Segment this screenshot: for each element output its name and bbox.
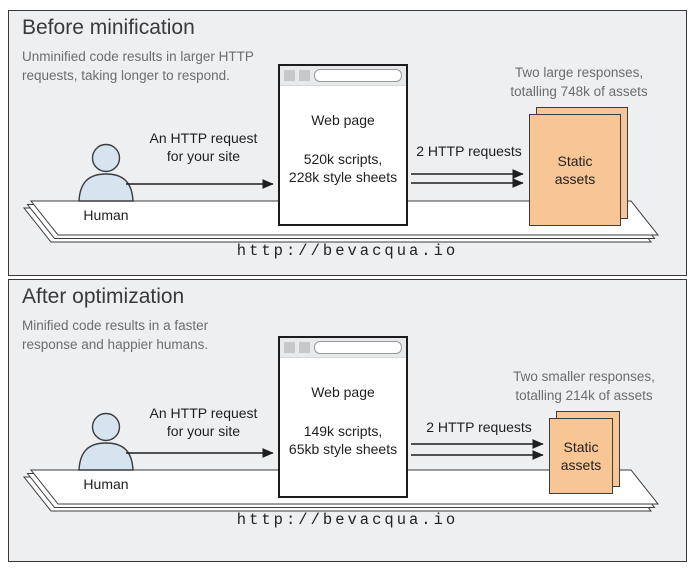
http-request-label: An HTTP request for your site: [149, 405, 258, 439]
browser-button-icon: [299, 342, 310, 353]
web-page-box: Web page 520k scripts, 228k style sheets: [278, 64, 408, 226]
panel-subtitle: Unminified code results in larger HTTP r…: [22, 49, 254, 84]
response-arrows: [411, 439, 544, 460]
web-page-payload: 149k scripts, 65kb style sheets: [288, 423, 398, 458]
browser-chrome: [280, 66, 406, 86]
panel-subtitle: Minified code results in a faster respon…: [22, 318, 209, 353]
browser-chrome: [280, 338, 406, 358]
human-icon: [78, 143, 134, 202]
web-page-payload: 520k scripts, 228k style sheets: [288, 151, 398, 186]
http-requests-count-label: 2 HTTP requests: [426, 419, 532, 435]
before-panel: Before minification Unminified code resu…: [8, 10, 687, 276]
panel-title: Before minification: [22, 16, 195, 39]
response-note: Two smaller responses, totalling 214k of…: [513, 369, 655, 404]
browser-button-icon: [284, 70, 295, 81]
response-note: Two large responses, totalling 748k of a…: [510, 65, 648, 100]
site-url: http://bevacqua.io: [236, 242, 459, 260]
web-page-title: Web page: [311, 384, 375, 400]
static-assets-front-sheet: Static assets: [529, 114, 621, 226]
http-requests-count-label: 2 HTTP requests: [416, 143, 522, 159]
human-label: Human: [83, 207, 129, 223]
browser-button-icon: [284, 342, 295, 353]
static-assets-front-sheet: Static assets: [549, 418, 613, 494]
human-label: Human: [83, 476, 129, 492]
http-request-label: An HTTP request for your site: [149, 130, 258, 164]
web-page-title: Web page: [311, 112, 375, 128]
browser-address-bar: [314, 69, 402, 82]
panel-title: After optimization: [22, 285, 185, 308]
after-panel: After optimization Minified code results…: [8, 279, 687, 562]
web-page-box: Web page 149k scripts, 65kb style sheets: [278, 336, 408, 498]
browser-button-icon: [299, 70, 310, 81]
response-arrows: [411, 169, 524, 188]
site-url: http://bevacqua.io: [236, 511, 459, 529]
browser-address-bar: [314, 341, 402, 354]
human-icon: [78, 412, 134, 471]
